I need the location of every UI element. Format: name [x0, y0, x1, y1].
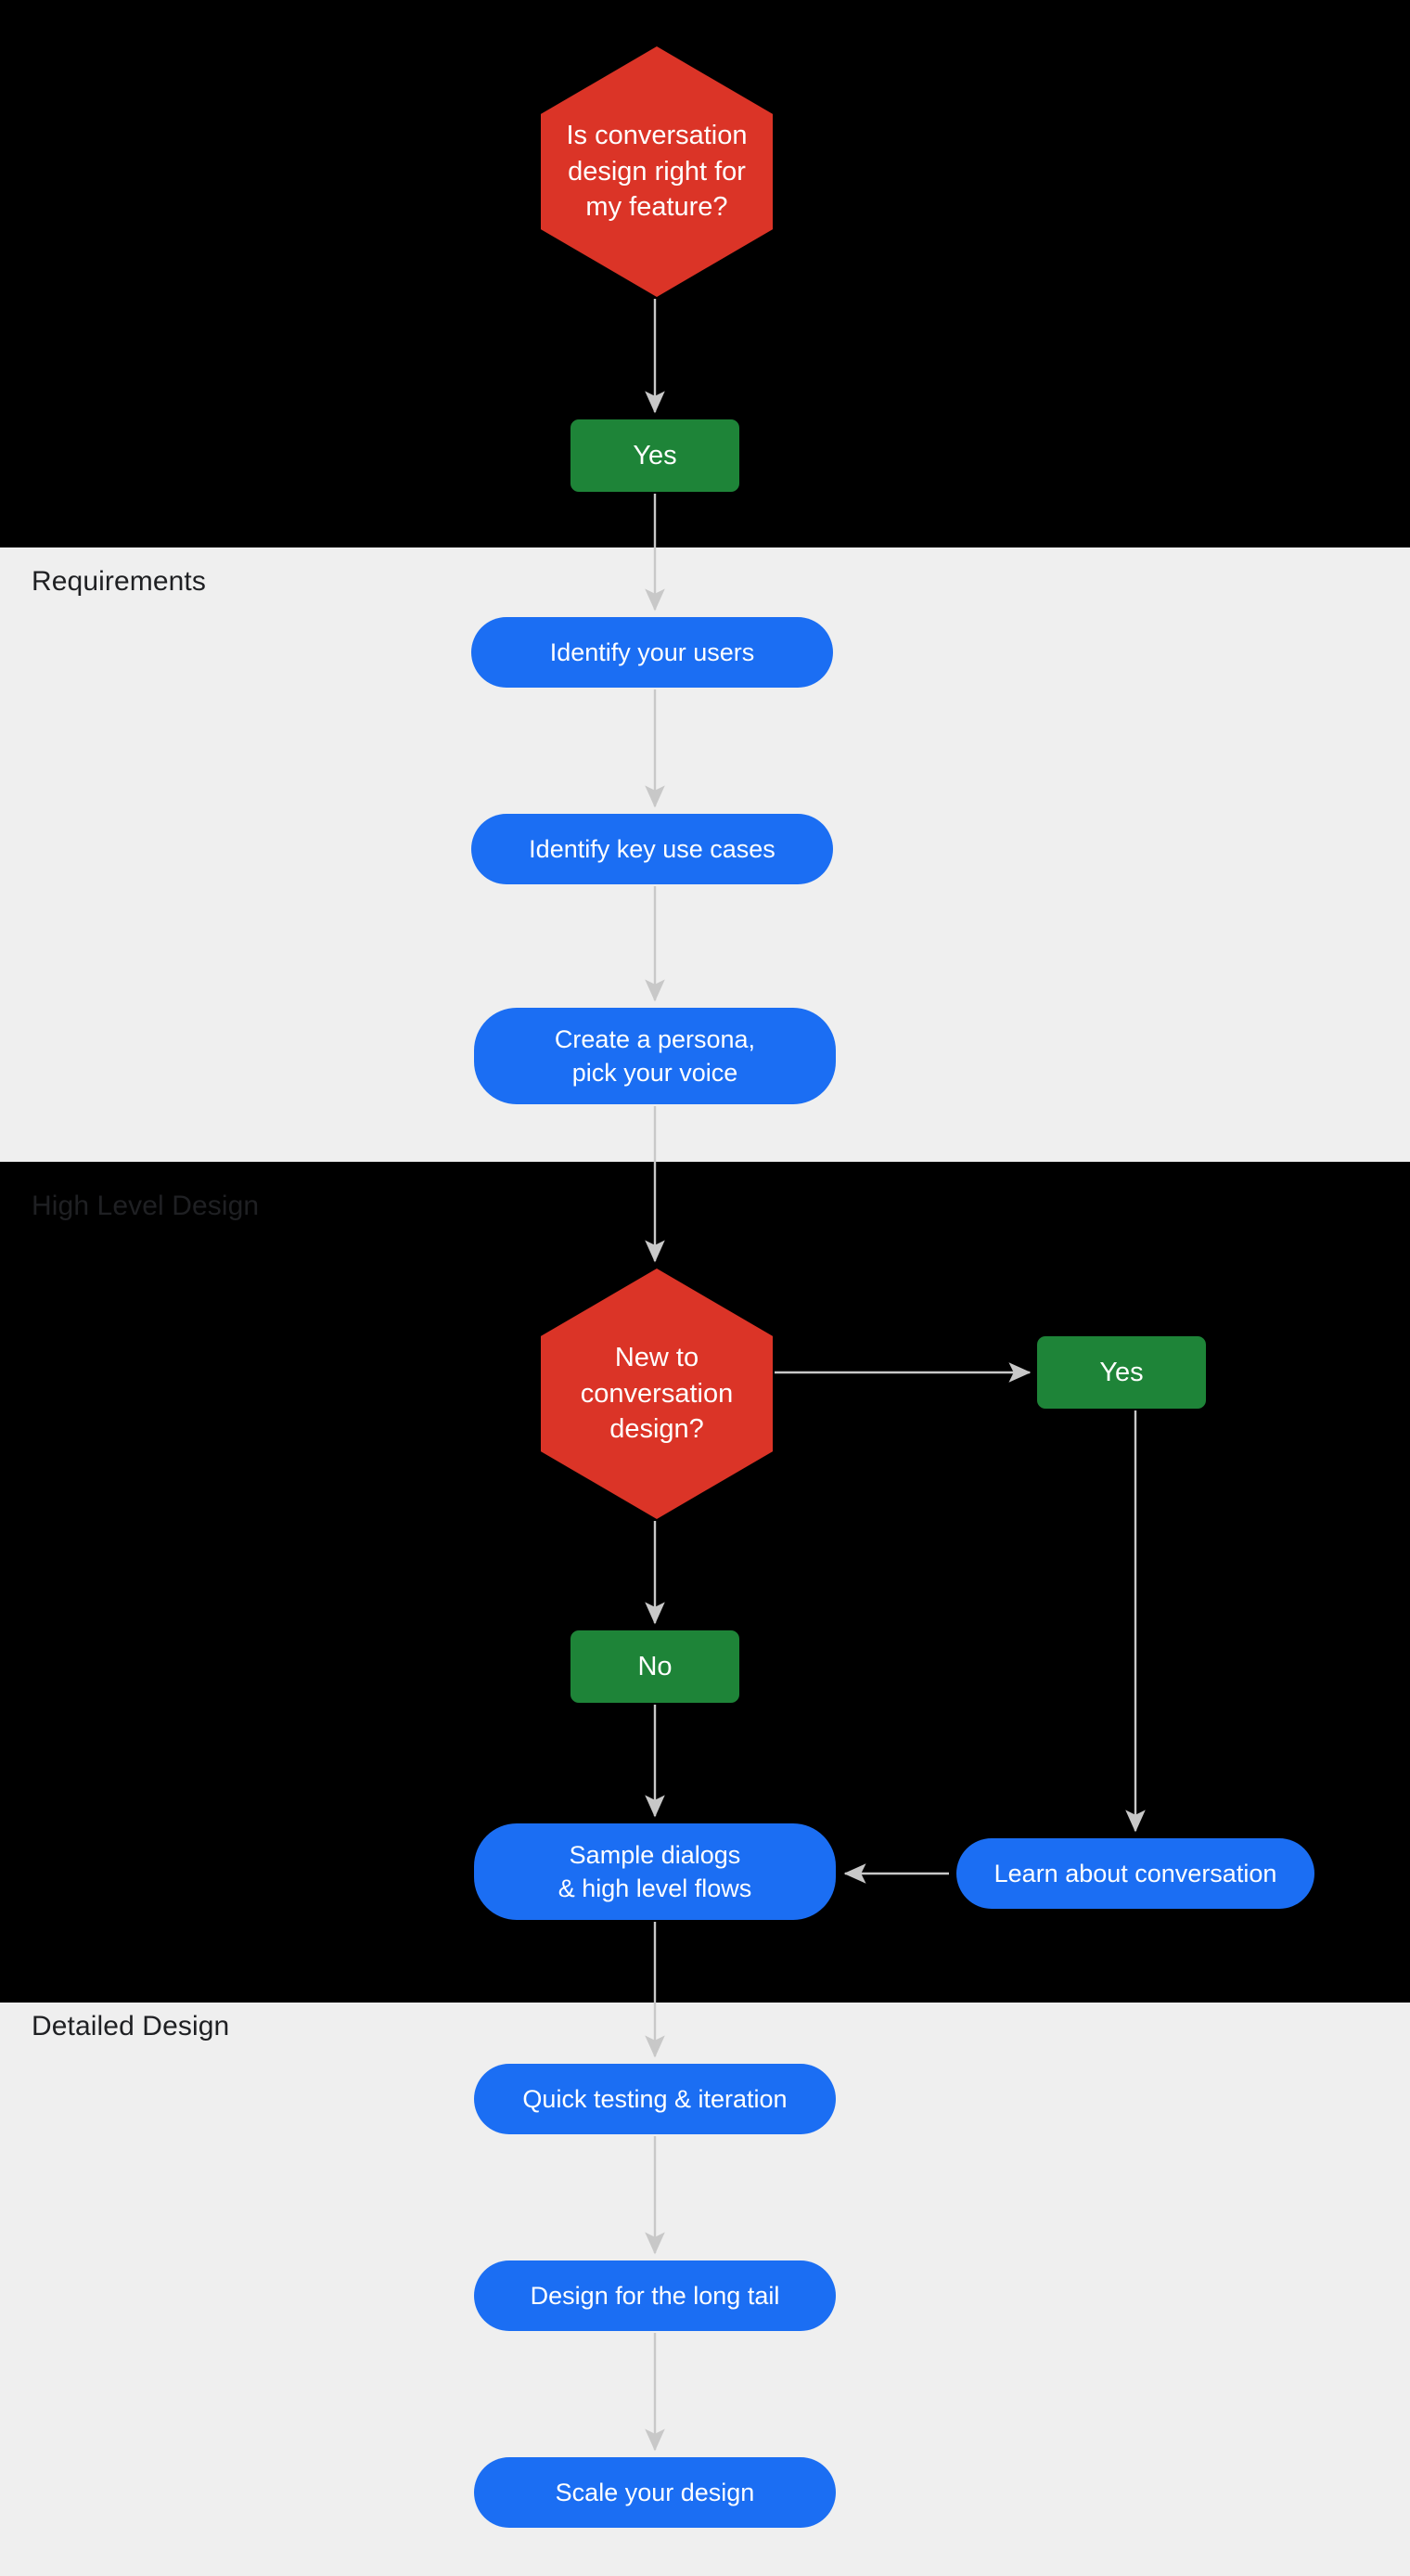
node-line: Identify your users — [549, 638, 755, 666]
node-label-step-identify-users: Identify your users — [550, 636, 755, 669]
node-label-step-identify-use-cases: Identify key use cases — [529, 832, 776, 866]
node-step-sample-dialogs[interactable]: Sample dialogs & high level flows — [474, 1823, 836, 1920]
node-line: design? — [609, 1414, 704, 1445]
node-step-long-tail[interactable]: Design for the long tail — [474, 2260, 836, 2331]
node-step-identify-use-cases[interactable]: Identify key use cases — [471, 814, 833, 884]
node-label-step-quick-testing: Quick testing & iteration — [522, 2082, 787, 2116]
section-label-high-level-design: High Level Design — [32, 1191, 260, 1221]
node-line: Sample dialogs — [569, 1840, 741, 1869]
node-label-step-create-persona: Create a persona, pick your voice — [555, 1023, 755, 1090]
section-label-requirements: Requirements — [32, 566, 206, 597]
node-line: Design for the long tail — [530, 2281, 780, 2310]
node-label-answer-yes-1: Yes — [633, 441, 676, 471]
node-line: Yes — [1099, 1357, 1144, 1387]
node-label-step-learn-conversation: Learn about conversation — [994, 1857, 1277, 1890]
node-label-step-sample-dialogs: Sample dialogs & high level flows — [558, 1838, 752, 1906]
node-line: No — [637, 1651, 673, 1681]
node-line: Create a persona, — [554, 1024, 756, 1053]
node-step-quick-testing[interactable]: Quick testing & iteration — [474, 2064, 836, 2134]
node-line: Is conversation — [566, 121, 748, 151]
node-label-decision-2: New to conversation design? — [564, 1340, 750, 1448]
node-line: design right for — [568, 156, 746, 187]
node-line: conversation — [580, 1378, 734, 1409]
node-answer-yes-2[interactable]: Yes — [1037, 1336, 1206, 1409]
node-label-answer-no: No — [637, 1652, 672, 1682]
node-line: Yes — [633, 440, 677, 470]
node-line: Scale your design — [555, 2478, 755, 2506]
node-step-scale-design[interactable]: Scale your design — [474, 2457, 836, 2528]
node-line: my feature? — [585, 192, 728, 223]
node-line: & high level flows — [558, 1874, 752, 1902]
node-answer-yes-1[interactable]: Yes — [570, 419, 739, 492]
node-label-step-scale-design: Scale your design — [556, 2476, 755, 2509]
node-step-create-persona[interactable]: Create a persona, pick your voice — [474, 1008, 836, 1104]
node-step-identify-users[interactable]: Identify your users — [471, 617, 833, 688]
node-line: pick your voice — [571, 1059, 738, 1087]
node-line: New to — [614, 1343, 699, 1373]
node-step-learn-conversation[interactable]: Learn about conversation — [956, 1838, 1314, 1909]
node-label-step-long-tail: Design for the long tail — [531, 2279, 780, 2312]
node-label-answer-yes-2: Yes — [1099, 1358, 1143, 1388]
section-label-detailed-design: Detailed Design — [32, 2011, 230, 2041]
node-label-decision-1: Is conversation design right for my featur… — [549, 118, 763, 225]
node-line: Learn about conversation — [993, 1859, 1277, 1887]
node-answer-no[interactable]: No — [570, 1630, 739, 1703]
node-line: Quick testing & iteration — [522, 2084, 788, 2113]
node-line: Identify key use cases — [529, 834, 776, 863]
